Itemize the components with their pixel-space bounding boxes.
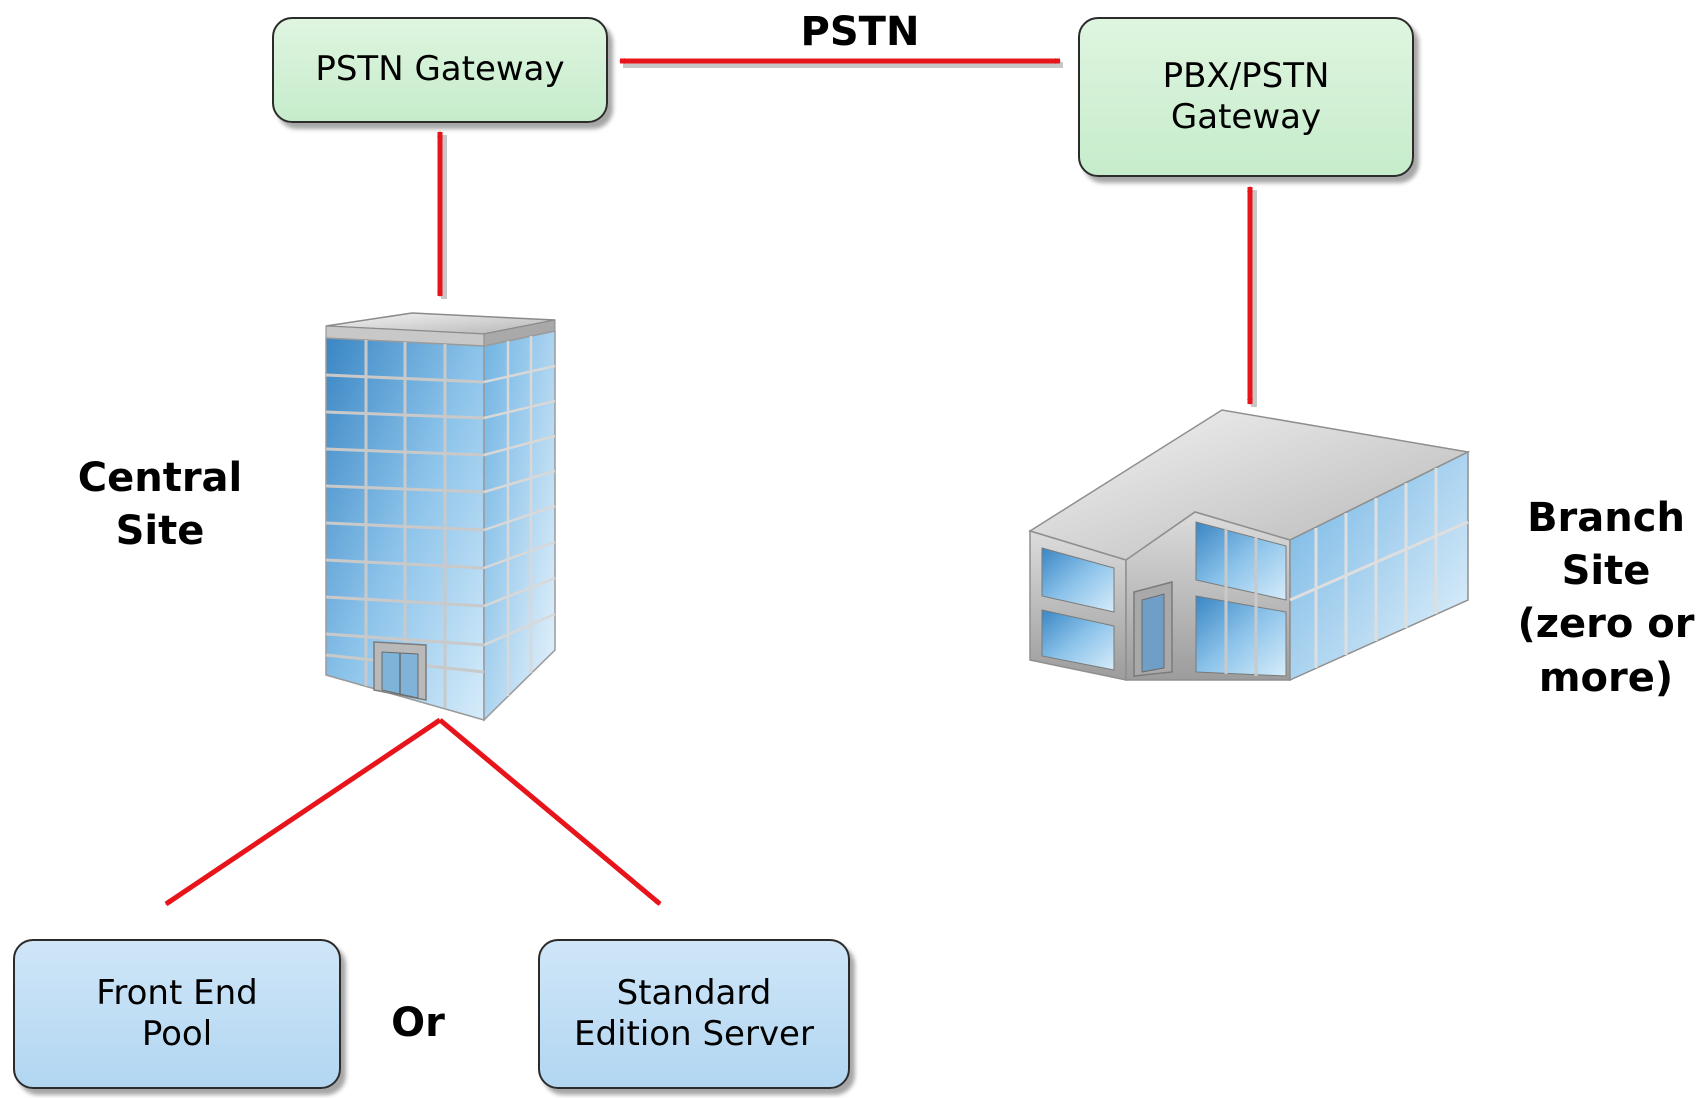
arrows [164, 58, 1257, 907]
pstn-gateway-node: PSTN Gateway [272, 17, 608, 123]
branch-office-building-icon [1028, 409, 1471, 682]
arrow-to-standard-server [438, 718, 662, 906]
pstn-label: PSTN [800, 9, 920, 55]
office-tower-icon [325, 312, 556, 722]
or-label: Or [391, 1000, 445, 1046]
front-end-pool-node: Front End Pool [13, 939, 341, 1089]
standard-edition-server-node: Standard Edition Server [538, 939, 850, 1089]
branch-site-label: Branch Site (zero or more) [1517, 495, 1695, 701]
central-site-label: Central Site [77, 455, 243, 555]
pbx-pstn-gateway-node: PBX/PSTN Gateway [1078, 17, 1414, 177]
arrow-to-front-end-pool [164, 717, 442, 907]
